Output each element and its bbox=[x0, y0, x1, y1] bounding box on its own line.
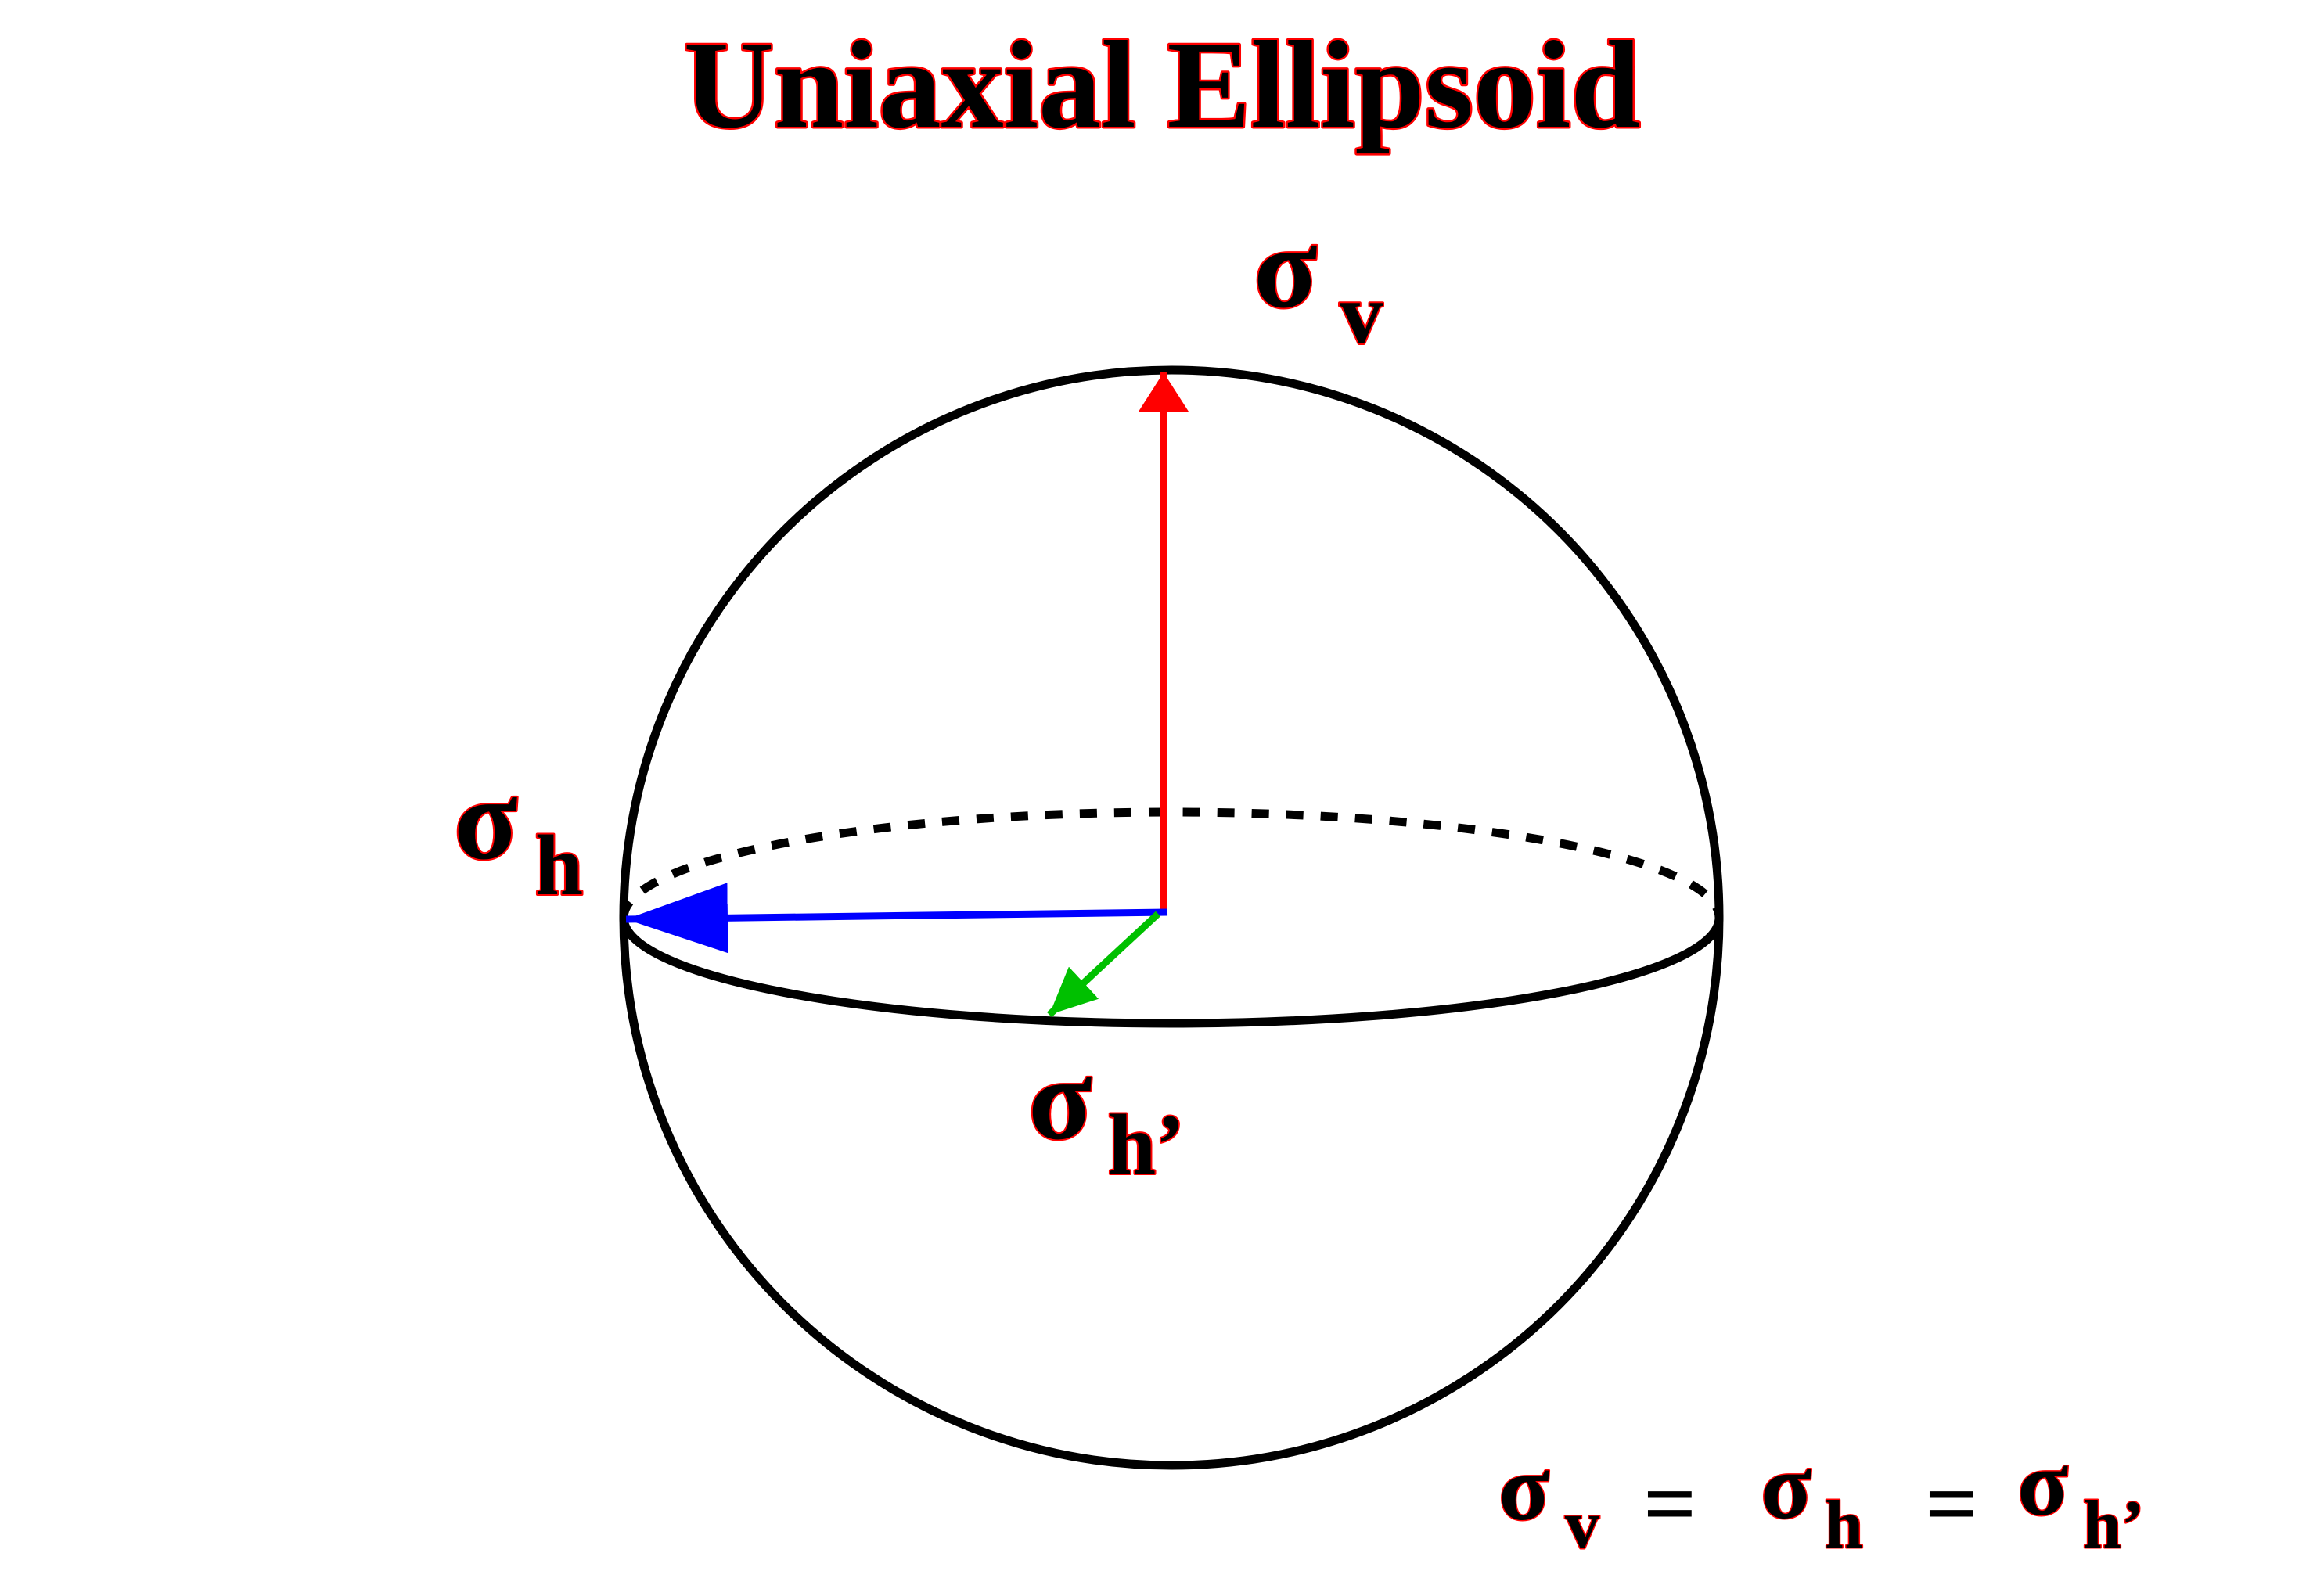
sigma-v-symbol: σ bbox=[1254, 203, 1318, 333]
sigma-h-prime-label: σ h’ bbox=[1028, 1034, 1185, 1192]
equation-equals-1: = bbox=[1643, 1451, 1696, 1555]
equation-equals-2: = bbox=[1925, 1451, 1978, 1555]
sigma-h-prime-symbol: σ bbox=[1028, 1034, 1092, 1164]
diagram-title: Uniaxial Ellipsoid bbox=[684, 15, 1641, 154]
equation-sigma-h-subscript: h bbox=[1825, 1487, 1863, 1563]
equator-front-solid bbox=[619, 917, 1724, 1028]
sigma-h-symbol: σ bbox=[454, 754, 518, 884]
sigma-h-arrow bbox=[625, 883, 1168, 954]
sigma-h-label: σ h bbox=[454, 754, 583, 913]
equation-sigma-v-symbol: σ bbox=[1498, 1436, 1549, 1540]
sigma-h-prime-arrow bbox=[1046, 911, 1161, 1018]
equation-sigma-h-prime-subscript: h’ bbox=[2083, 1487, 2144, 1563]
sigma-h-subscript: h bbox=[535, 818, 583, 913]
equation-sigma-h-prime-symbol: σ bbox=[2017, 1431, 2068, 1535]
diagram-title-text: Uniaxial Ellipsoid bbox=[684, 15, 1641, 154]
equality-equation: σ v = σ h = σ h’ bbox=[1498, 1431, 2144, 1563]
sigma-v-label: σ v bbox=[1254, 203, 1383, 361]
sigma-v-subscript: v bbox=[1340, 266, 1383, 361]
sigma-h-prime-subscript: h’ bbox=[1108, 1097, 1185, 1192]
equator-back-dashed bbox=[619, 807, 1724, 919]
equation-sigma-h-symbol: σ bbox=[1761, 1434, 1811, 1538]
equation-sigma-v-subscript: v bbox=[1565, 1487, 1599, 1563]
